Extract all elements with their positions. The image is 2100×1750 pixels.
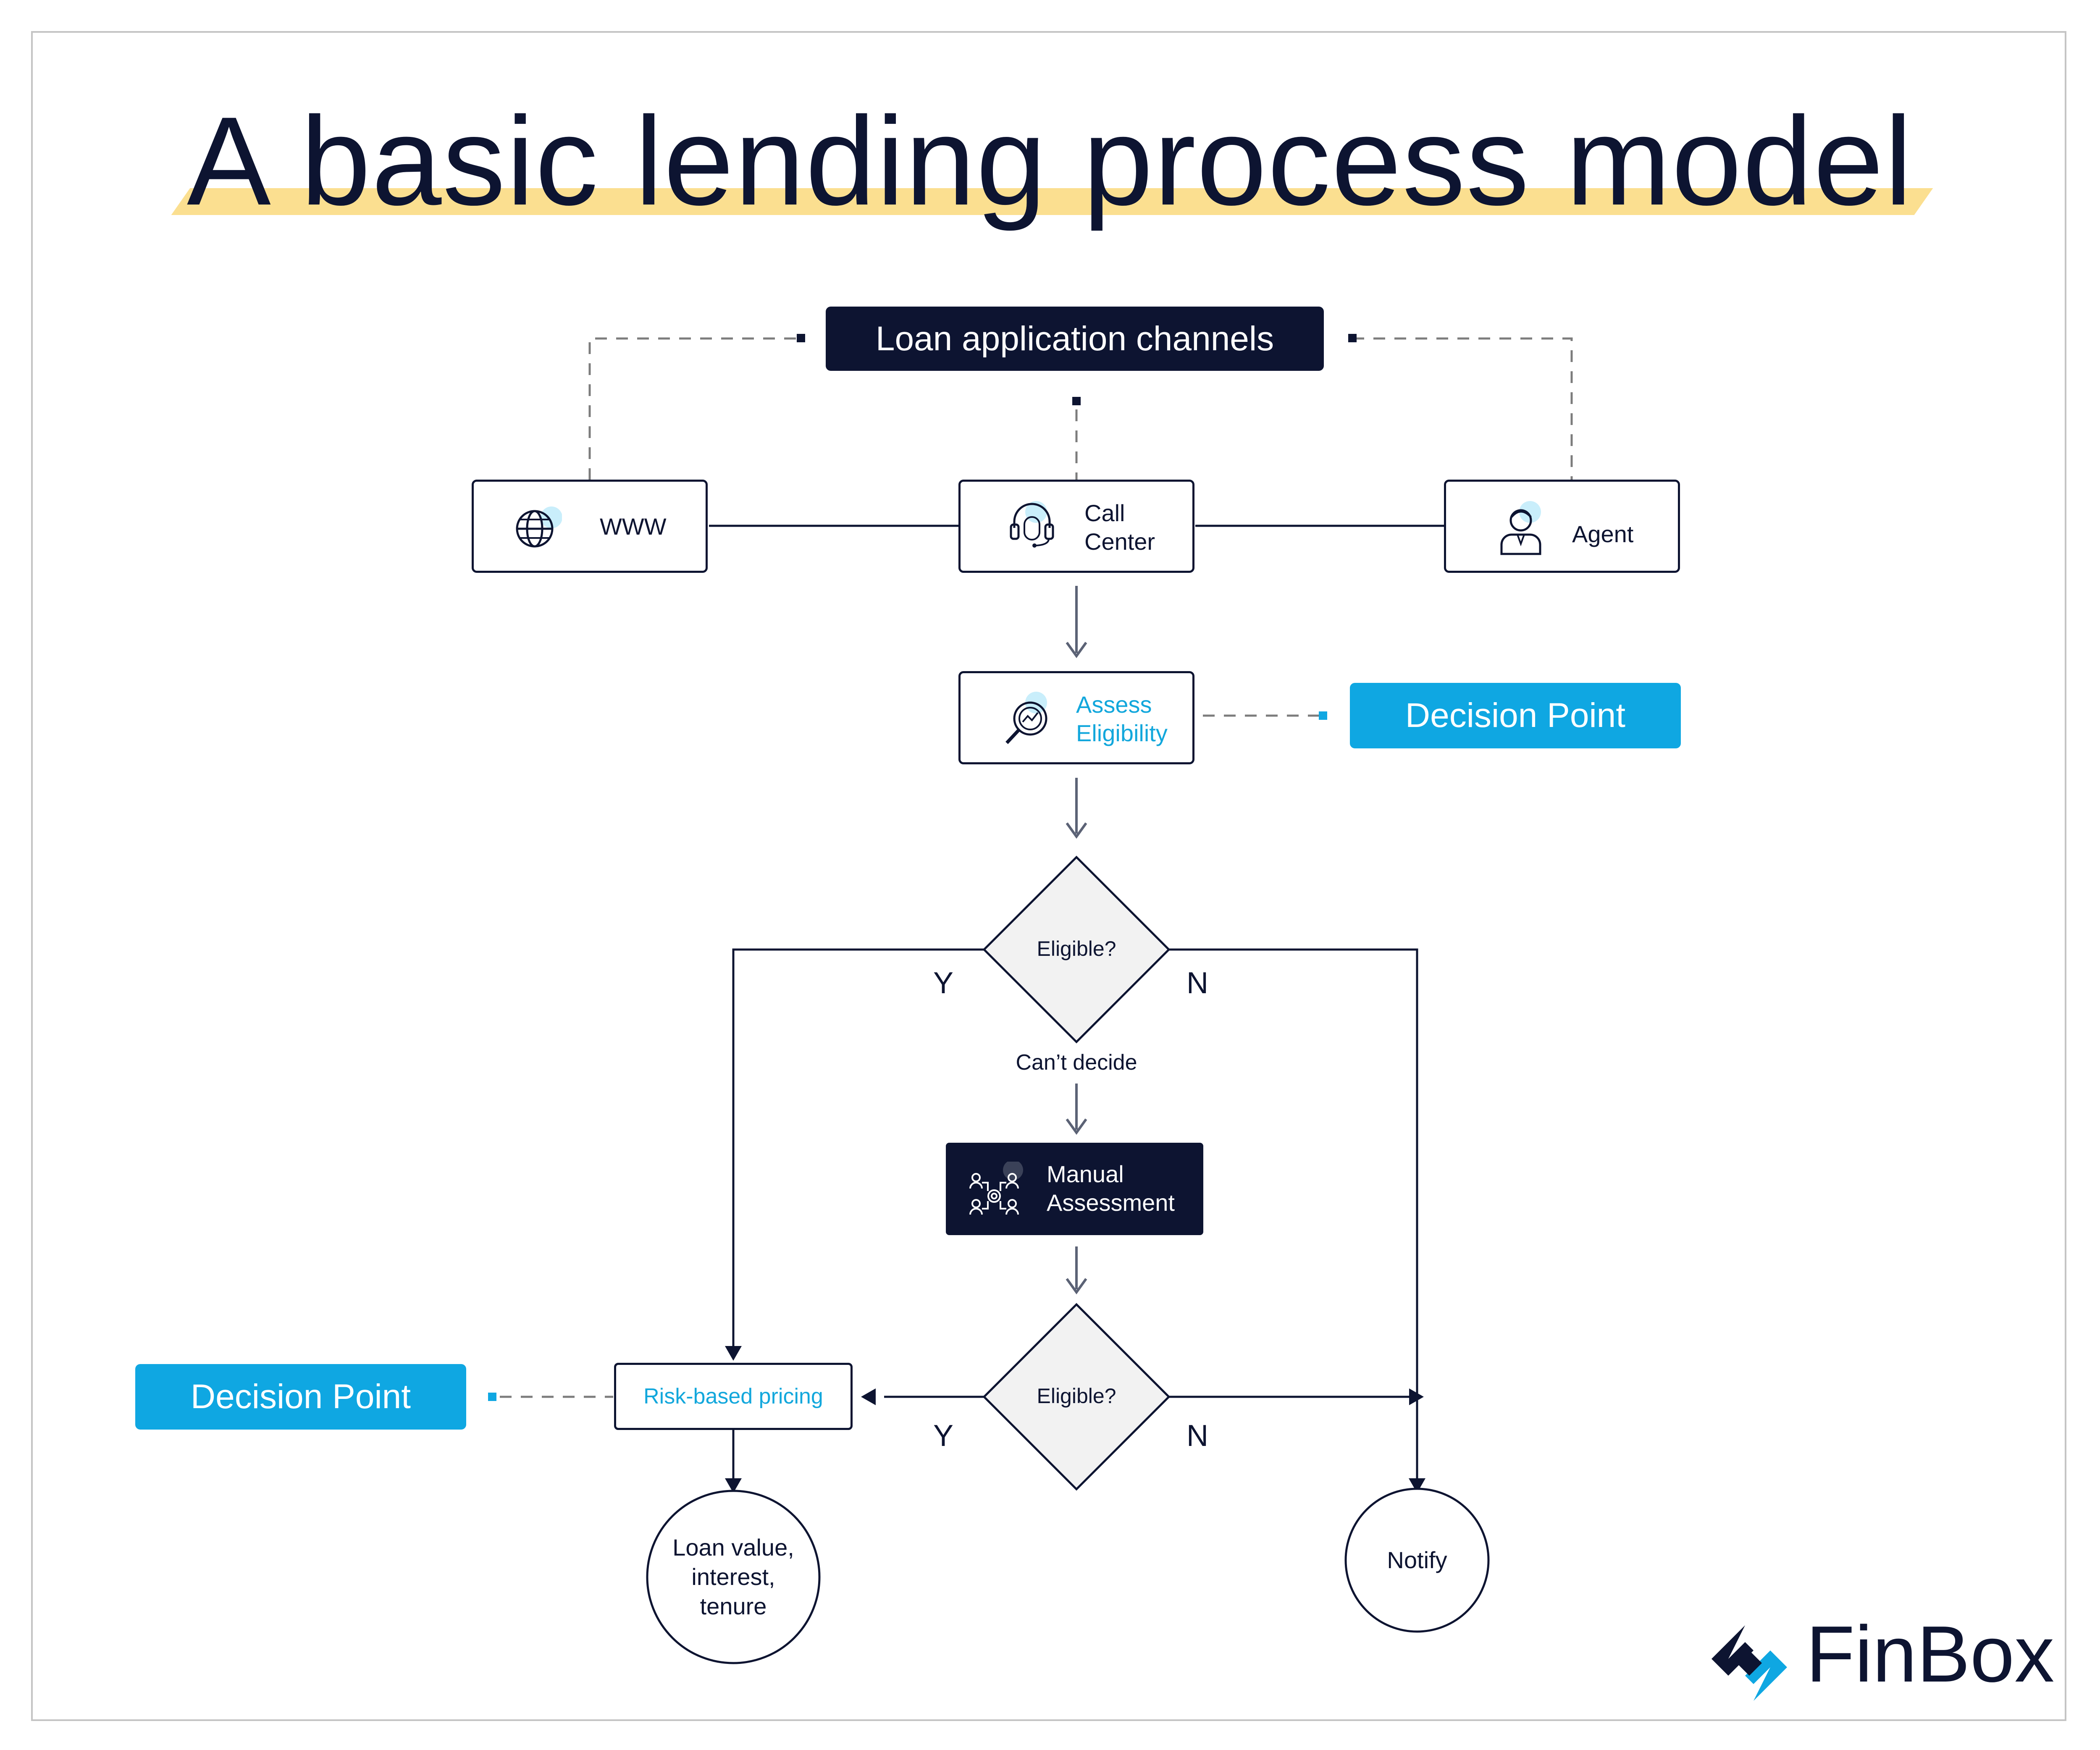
decision-diamond-bottom bbox=[982, 1303, 1171, 1491]
finbox-logo-icon bbox=[1707, 1621, 1791, 1707]
assess-label-line2: Eligibility bbox=[1076, 720, 1168, 746]
team-network-icon bbox=[967, 1160, 1026, 1223]
agent-channel-box: Agent bbox=[1444, 480, 1680, 573]
dash-end-marker bbox=[488, 1393, 496, 1401]
dash-end-marker bbox=[1319, 711, 1327, 720]
loan-value-text: Loan value, interest, tenure bbox=[649, 1533, 817, 1621]
decision-point-badge-bottom: Decision Point bbox=[135, 1364, 466, 1430]
no-label-top: N bbox=[1186, 966, 1208, 1000]
yes-label-bottom: Y bbox=[933, 1419, 954, 1453]
headset-icon bbox=[1007, 499, 1057, 551]
loan-value-circle bbox=[646, 1490, 821, 1664]
no-label-bottom: N bbox=[1186, 1419, 1208, 1453]
decision-diamond-top bbox=[982, 855, 1171, 1044]
agent-label: Agent bbox=[1572, 521, 1634, 547]
dashed-connectors bbox=[500, 337, 1573, 1398]
manual-label-line2: Assessment bbox=[1047, 1189, 1175, 1216]
page-title: A basic lending process model bbox=[186, 90, 1914, 231]
grey-arrows bbox=[1066, 586, 1087, 1295]
notify-text: Notify bbox=[1387, 1547, 1447, 1573]
cant-decide-label: Can’t decide bbox=[1016, 1050, 1137, 1075]
loan-channels-header: Loan application channels bbox=[826, 307, 1324, 371]
notify-circle bbox=[1344, 1488, 1490, 1633]
decision-point-badge-top: Decision Point bbox=[1350, 683, 1681, 748]
finbox-brand-name: FinBox bbox=[1806, 1610, 2055, 1699]
dash-end-marker bbox=[1072, 397, 1081, 405]
branch-lines bbox=[732, 948, 1418, 1482]
diamond-bottom-label: Eligible? bbox=[1037, 1384, 1116, 1408]
agent-icon bbox=[1496, 499, 1547, 559]
call-center-label-line2: Center bbox=[1084, 528, 1155, 555]
www-label: WWW bbox=[600, 513, 667, 540]
risk-based-pricing-box: Risk-based pricing bbox=[614, 1363, 853, 1430]
manual-assessment-box: Manual Assessment bbox=[946, 1143, 1203, 1235]
loan-value-line1: Loan value, bbox=[672, 1534, 794, 1561]
manual-label-line1: Manual bbox=[1047, 1161, 1124, 1187]
yes-label-top: Y bbox=[933, 966, 954, 1000]
dash-end-marker bbox=[797, 334, 805, 342]
call-center-channel-box: Call Center bbox=[958, 480, 1194, 573]
www-channel-box: WWW bbox=[472, 480, 708, 573]
call-center-label-line1: Call bbox=[1084, 500, 1125, 526]
diamond-top-label: Eligible? bbox=[1037, 937, 1116, 960]
assess-eligibility-box: Assess Eligibility bbox=[958, 671, 1194, 764]
globe-icon bbox=[512, 503, 562, 555]
outer-frame bbox=[31, 31, 2066, 1721]
arrow-heads bbox=[725, 1346, 1425, 1493]
magnifier-chart-icon bbox=[1003, 690, 1057, 751]
loan-value-line2: interest, bbox=[691, 1564, 775, 1590]
dash-end-marker bbox=[1348, 334, 1357, 342]
loan-value-line3: tenure bbox=[700, 1593, 767, 1619]
assess-label-line1: Assess bbox=[1076, 691, 1152, 718]
